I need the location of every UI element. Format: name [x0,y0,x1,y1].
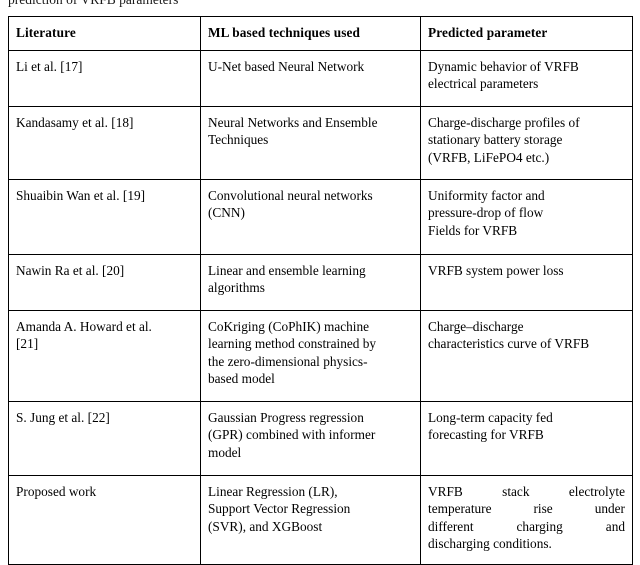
cell-line: (CNN) [208,205,245,221]
cell-line: Linear Regression (LR), [208,483,338,499]
cell-line: Proposed work [16,483,97,499]
table-row: Proposed work Linear Regression (LR), Supp… [8,474,633,565]
cell-line: stationary battery storage [428,132,563,148]
cell-line: Gaussian Progress regression [208,409,364,425]
cell-line: S. Jung et al. [22] [16,409,110,425]
cell-line: different charging and [428,518,625,534]
cell-techniques: CoKriging (CoPhIK) machine learning metho… [200,309,421,402]
table-row: S. Jung et al. [22] Gaussian Progress reg… [8,400,633,476]
cell-line: (VRFB, LiFePO4 etc.) [428,149,550,165]
table-caption-text: prediction of VRFB parameters [8,0,632,8]
column-header-parameter: Predicted parameter [420,16,633,51]
cell-line: pressure-drop of flow [428,205,544,221]
table-row: Nawin Ra et al. [20] Linear and ensemble … [8,253,633,311]
cell-line: Uniformity factor and [428,187,545,203]
cell-techniques: Linear Regression (LR), Support Vector Re… [200,474,421,565]
cell-line: Fields for VRFB [428,222,518,238]
cell-parameter: Charge–discharge characteristics curve of… [420,309,633,402]
cell-literature: Li et al. [17] [8,49,201,107]
cell-line: Linear and ensemble learning [208,262,366,278]
column-header-techniques: ML based techniques used [200,16,421,51]
table-caption: prediction of VRFB parameters [8,0,632,9]
cell-line: Nawin Ra et al. [20] [16,262,125,278]
cell-line: Convolutional neural networks [208,187,373,203]
cell-literature: Nawin Ra et al. [20] [8,253,201,311]
table-row: Shuaibin Wan et al. [19] Convolutional ne… [8,178,633,255]
cell-line: U-Net based Neural Network [208,58,365,74]
cell-line: Shuaibin Wan et al. [19] [16,187,146,203]
cell-literature: Proposed work [8,474,201,565]
cell-line: forecasting for VRFB [428,427,544,443]
cell-literature: Kandasamy et al. [18] [8,105,201,180]
cell-line: Charge-discharge profiles of [428,114,580,130]
cell-techniques: Linear and ensemble learning algorithms [200,253,421,311]
cell-line: Neural Networks and Ensemble [208,114,378,130]
table-header-row: Literature ML based techniques used Pred… [8,16,633,51]
cell-line: Amanda A. Howard et al. [16,318,152,334]
cell-line: algorithms [208,280,265,296]
cell-line: VRFB system power loss [428,262,564,278]
cell-line: characteristics curve of VRFB [428,336,590,352]
cell-line: (SVR), and XGBoost [208,518,323,534]
table-row: Amanda A. Howard et al. [21] CoKriging (Co… [8,309,633,402]
cell-line: Long-term capacity fed [428,409,553,425]
literature-table-container: Literature ML based techniques used Pred… [8,16,633,565]
cell-line: the zero-dimensional physics- [208,353,368,369]
cell-techniques: Convolutional neural networks (CNN) [200,178,421,255]
cell-techniques: U-Net based Neural Network [200,49,421,107]
cell-literature: S. Jung et al. [22] [8,400,201,476]
table-row: Kandasamy et al. [18] Neural Networks and… [8,105,633,180]
cell-line: Dynamic behavior of VRFB [428,58,579,74]
cell-line: learning method constrained by [208,336,377,352]
cell-parameter: Long-term capacity fed forecasting for VR… [420,400,633,476]
cell-line: [21] [16,336,39,352]
cell-line: Li et al. [17] [16,58,83,74]
cell-line: discharging conditions. [428,536,552,552]
cell-line: based model [208,371,275,387]
literature-comparison-table: Literature ML based techniques used Pred… [8,16,633,565]
cell-parameter: Dynamic behavior of VRFB electrical param… [420,49,633,107]
cell-parameter: VRFB system power loss [420,253,633,311]
table-row: Li et al. [17] U-Net based Neural Network… [8,49,633,107]
cell-line: Techniques [208,132,269,148]
cell-line: CoKriging (CoPhIK) machine [208,318,370,334]
table-body: Li et al. [17] U-Net based Neural Network… [8,49,633,565]
cell-line: (GPR) combined with informer [208,427,376,443]
table-header: Literature ML based techniques used Pred… [8,16,633,51]
cell-line: Kandasamy et al. [18] [16,114,134,130]
cell-parameter: Charge-discharge profiles of stationary b… [420,105,633,180]
cell-line: model [208,444,242,460]
cell-line: temperature rise under [428,501,625,517]
cell-parameter: VRFB stack electrolyte temperature rise u… [420,474,633,565]
cell-line: electrical parameters [428,76,539,92]
cell-parameter: Uniformity factor and pressure-drop of fl… [420,178,633,255]
column-header-literature: Literature [8,16,201,51]
cell-techniques: Gaussian Progress regression (GPR) combin… [200,400,421,476]
cell-literature: Shuaibin Wan et al. [19] [8,178,201,255]
cell-line: Support Vector Regression [208,501,351,517]
cell-line: Charge–discharge [428,318,524,334]
cell-line: VRFB stack electrolyte [428,483,625,499]
cell-literature: Amanda A. Howard et al. [21] [8,309,201,402]
